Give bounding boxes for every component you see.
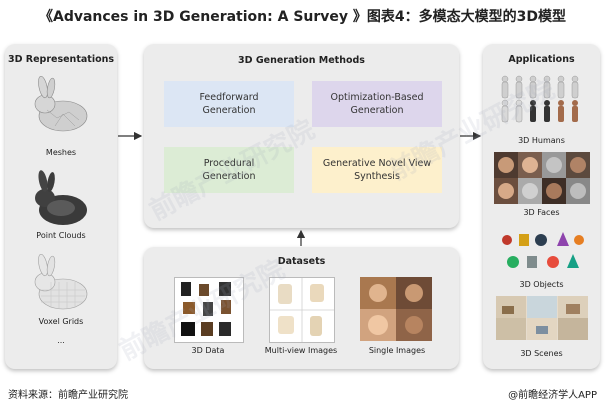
methods-title: 3D Generation Methods [238, 55, 365, 66]
representations-title: 3D Representations [7, 54, 115, 65]
multi-view-images-image [269, 277, 335, 343]
datasets-panel: Datasets 3D Data Multi-view Images Singl… [144, 247, 459, 369]
meshes-label: Meshes [45, 148, 77, 157]
more-representations-label: ... [57, 336, 65, 345]
methods-panel: 3D Generation Methods Feedforward Genera… [144, 44, 459, 228]
applications-title: Applications [508, 54, 575, 65]
3d-objects-image [502, 232, 584, 268]
3d-objects-label: 3D Objects [519, 280, 564, 289]
point-clouds-label: Point Clouds [36, 231, 86, 240]
representations-panel: 3D Representations Meshes Point Clouds V… [5, 44, 117, 369]
3d-data-label: 3D Data [191, 346, 225, 355]
procedural-generation-box: Procedural Generation [164, 147, 294, 193]
mesh-bunny-image [34, 76, 88, 132]
voxel-grids-label: Voxel Grids [38, 317, 84, 326]
single-images-label: Single Images [368, 346, 426, 355]
source-note: 资料来源：前瞻产业研究院 [8, 390, 128, 401]
3d-faces-image [494, 152, 590, 204]
page-title: 《Advances in 3D Generation: A Survey 》图表… [38, 9, 566, 25]
brand-credit: @前瞻经济学人APP [508, 390, 597, 401]
voxel-bunny-image [34, 254, 88, 310]
optimization-based-generation-box: Optimization-Based Generation [312, 81, 442, 127]
datasets-title: Datasets [277, 256, 326, 267]
multi-view-images-label: Multi-view Images [264, 346, 338, 355]
point-cloud-bunny-image [35, 170, 87, 225]
single-images-image [360, 277, 432, 341]
3d-scenes-label: 3D Scenes [520, 349, 563, 358]
3d-data-image [174, 277, 244, 343]
3d-scenes-image [496, 296, 588, 340]
3d-humans-label: 3D Humans [518, 136, 565, 145]
applications-panel: Applications 3D Humans [483, 44, 600, 369]
feedforward-generation-box: Feedforward Generation [164, 81, 294, 127]
3d-humans-image [501, 75, 579, 123]
generative-novel-view-synthesis-box: Generative Novel View Synthesis [312, 147, 442, 193]
3d-faces-label: 3D Faces [523, 208, 560, 217]
